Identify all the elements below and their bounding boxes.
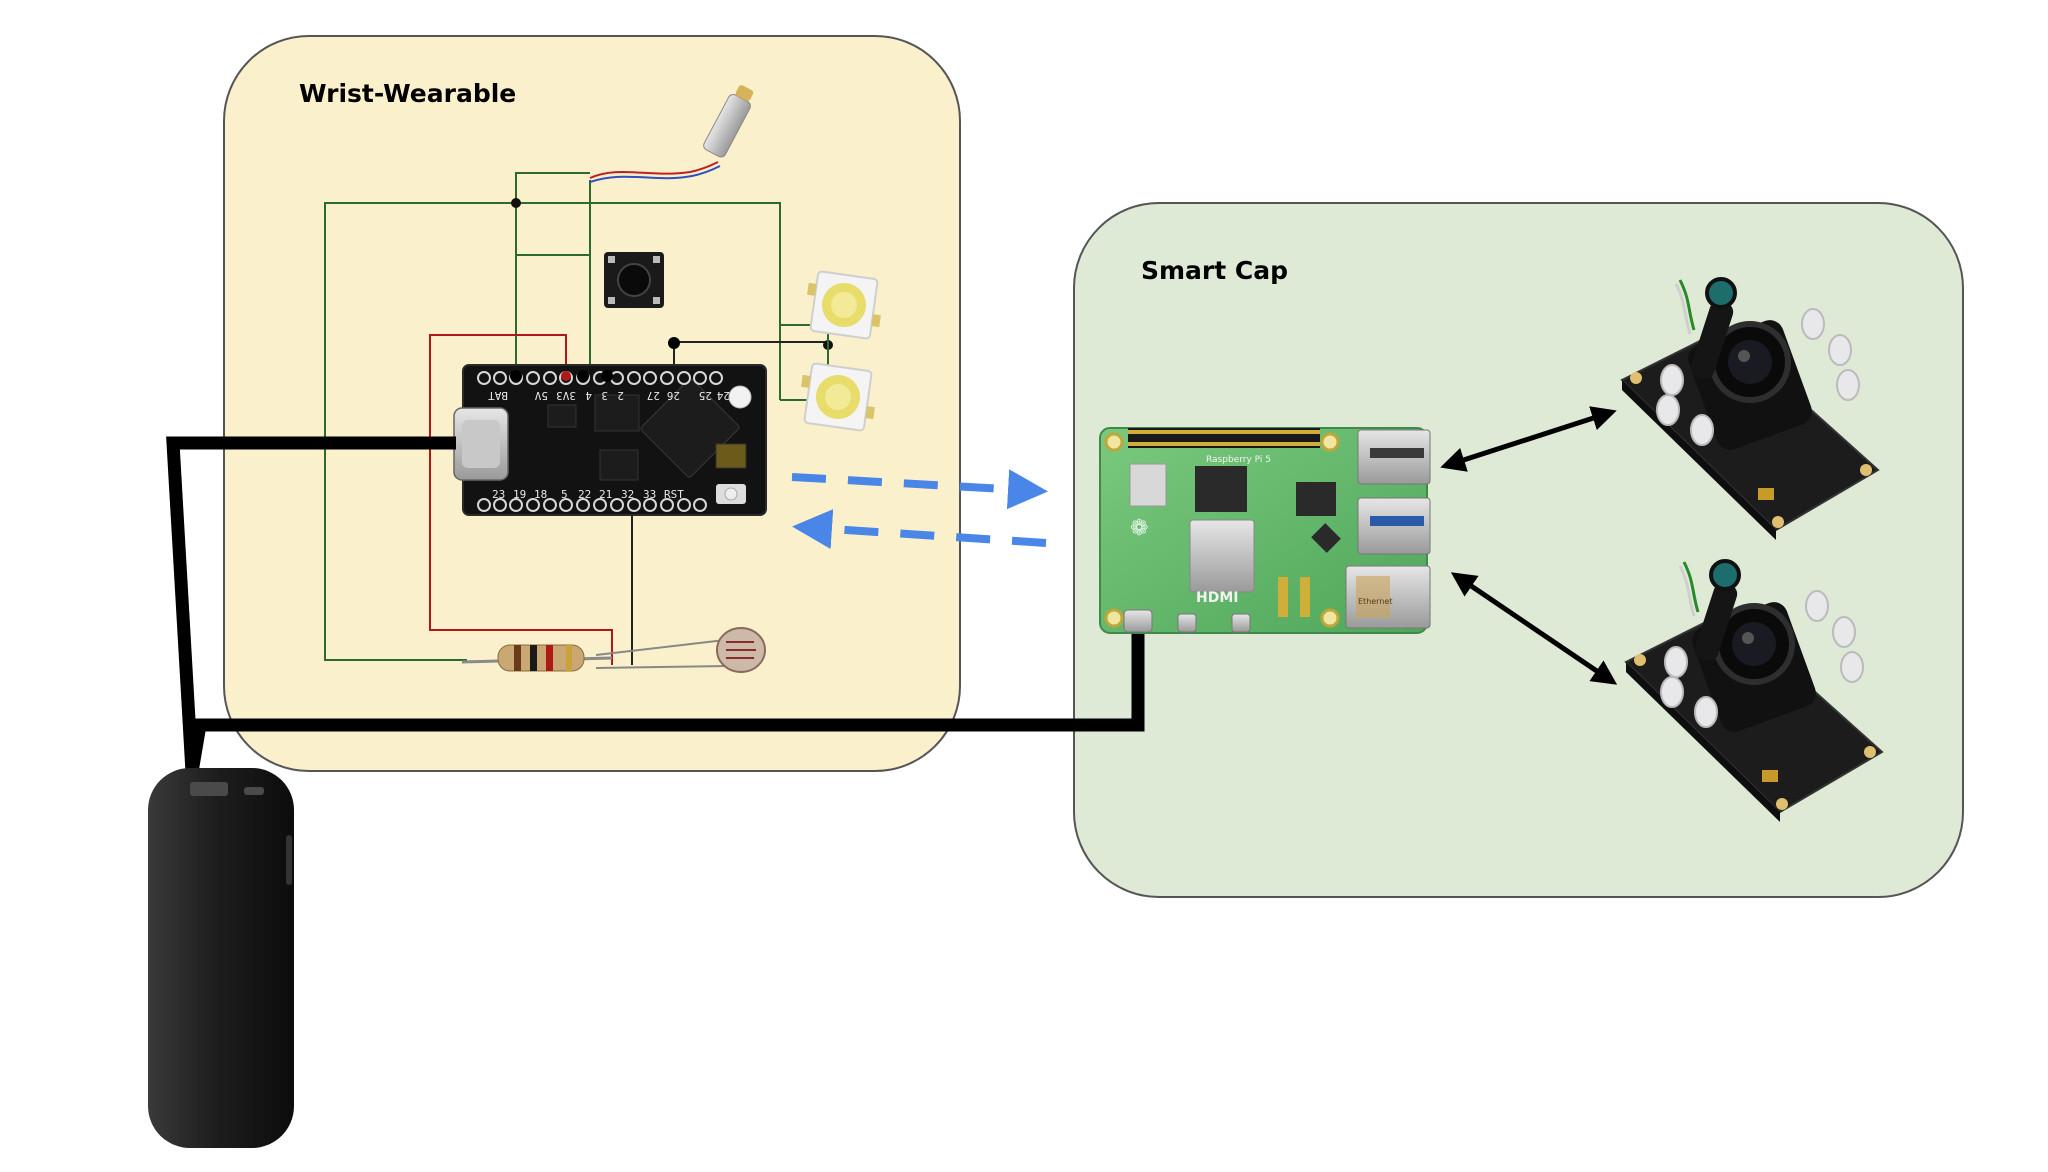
pin-label: 23: [492, 488, 505, 501]
pin-label: 25: [699, 389, 712, 402]
led-2: [801, 362, 875, 432]
link-camera-2: [1450, 572, 1618, 685]
wireless-link-arrows: [791, 469, 1048, 550]
usb-c-power-port: [1123, 609, 1153, 633]
wire-ldr2: [595, 665, 729, 669]
pi-lan-label: Ethernet: [1358, 597, 1392, 606]
solder-point: [510, 370, 522, 382]
photoresistor-icon: [716, 627, 766, 673]
motor-lead-blue: [589, 165, 721, 183]
pin-label: 24: [716, 389, 730, 402]
wire-power-red: [429, 334, 613, 665]
gpio-header: [1128, 428, 1320, 448]
wire-ground-loop: [324, 202, 781, 661]
motor-lead-red: [589, 161, 719, 179]
pin-label: 32: [621, 488, 634, 501]
pin-label: 19: [513, 488, 526, 501]
pin-label: 22: [578, 488, 591, 501]
led-1: [807, 270, 881, 340]
pin-label: 2: [617, 389, 624, 402]
top-pin-labels: BAT 5V 3V3 4 3 2 27 26 25 24: [488, 389, 730, 402]
pin-label: 33: [643, 488, 656, 501]
resistor-icon: [461, 644, 613, 672]
pin-label: 21: [599, 488, 612, 501]
pin-label: 4: [585, 389, 592, 402]
junction: [511, 198, 521, 208]
pin-label: 27: [647, 389, 660, 402]
smart-cap-title: Smart Cap: [1141, 256, 1288, 285]
wire-ldr: [595, 639, 726, 656]
pin-label: 18: [534, 488, 547, 501]
pi-logo: ❁: [1130, 515, 1148, 540]
camera-links: [1440, 406, 1618, 685]
pin-label: 3: [601, 389, 608, 402]
pin-label: 5V: [534, 389, 548, 402]
pi-model-label: Raspberry Pi 5: [1206, 455, 1271, 465]
wire-motor-gnd: [515, 172, 590, 377]
microcontroller-board-icon: BAT 5V 3V3 4 3 2 27 26 25 24 23 19 18 5 …: [453, 337, 767, 516]
push-button-icon: [604, 252, 664, 308]
cable-to-pi: [185, 628, 1145, 774]
arrow-to-wearable: [792, 509, 1047, 550]
solder-point: [577, 370, 589, 382]
solder-point: [601, 370, 613, 382]
link-camera-1: [1440, 406, 1617, 472]
solder-point: [668, 337, 680, 349]
camera-module-icon-1: [1620, 277, 1880, 540]
bottom-pin-header: [477, 498, 707, 512]
power-cables: [166, 436, 1145, 774]
arrow-to-cap: [791, 469, 1048, 510]
pin-label: BAT: [488, 389, 508, 402]
wrist-wearable-title: Wrist-Wearable: [299, 79, 516, 108]
pi-hdmi-label: HDMI: [1196, 590, 1238, 606]
power-bank-icon: [148, 768, 294, 1148]
pin-label: 26: [667, 389, 680, 402]
bottom-pin-labels: 23 19 18 5 22 21 32 33 RST: [492, 488, 684, 501]
cable-to-wearable: [166, 436, 456, 773]
pin-label: 3V3: [556, 389, 576, 402]
pin-label: RST: [664, 488, 684, 501]
camera-module-icon-2: [1624, 559, 1884, 822]
soc-shield: [1189, 519, 1255, 593]
raspberry-pi-board-icon: ❁ Raspberry Pi 5 HDMI Ethernet: [1099, 427, 1431, 634]
pin-label: 5: [561, 488, 568, 501]
solder-point: [561, 371, 571, 381]
vibration-motor-icon: [589, 85, 754, 183]
